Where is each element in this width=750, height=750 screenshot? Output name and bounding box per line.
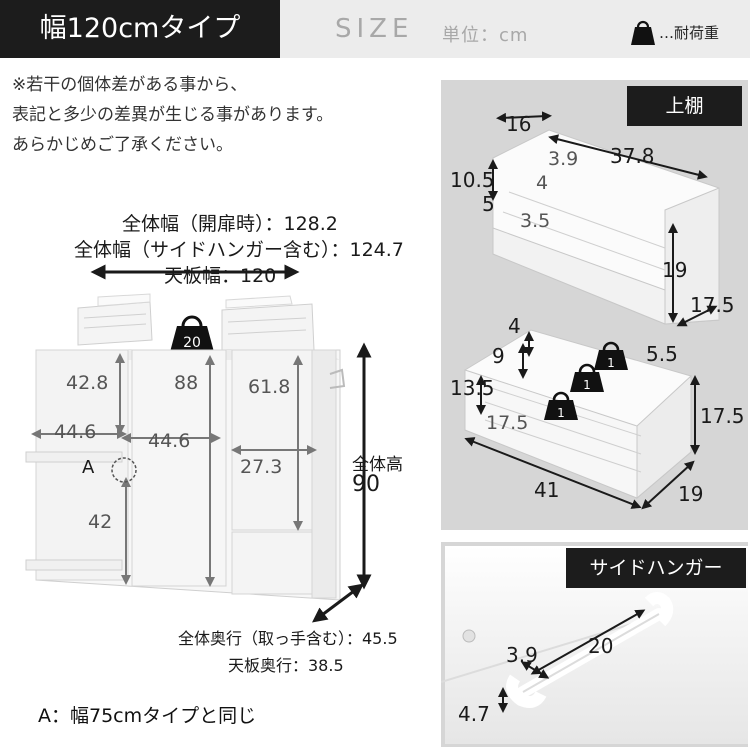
- type-badge: 幅120cmタイプ: [0, 0, 280, 58]
- size-title: SIZE: [335, 14, 414, 44]
- top-shelf-left: [77, 293, 153, 346]
- svg-text:1: 1: [583, 378, 591, 392]
- ls-dim-17-5-height: 17.5: [700, 404, 745, 428]
- hanger-dim-20: 20: [588, 634, 614, 658]
- svg-text:1: 1: [607, 356, 615, 370]
- dim-overall-width-hanger: 全体幅（サイドハンガー含む）：124.7: [74, 239, 404, 261]
- note-line-3: あらかじめご了承ください。: [12, 135, 233, 155]
- header-band: [280, 0, 750, 58]
- note-line-2: 表記と多少の差異が生じる事があります。: [12, 105, 334, 125]
- dim-right-width: 27.3: [240, 456, 283, 478]
- cabinet-diagram: 20: [25, 264, 372, 623]
- side-hanger-label: サイドハンガー: [566, 548, 746, 588]
- dim-left-width: 44.6: [54, 421, 97, 443]
- upper-shelf-label: 上棚: [627, 86, 742, 126]
- weight-icon: [631, 20, 655, 45]
- load-legend-text: …耐荷重: [659, 23, 720, 42]
- ls-dim-9: 9: [492, 344, 505, 368]
- unit-label: 単位：cm: [442, 25, 529, 46]
- dim-depth-with-handle: 全体奥行（取っ手含む）：45.5: [178, 629, 398, 648]
- dim-mid-width: 44.6: [148, 430, 191, 452]
- footer-note: A：幅75cmタイプと同じ: [38, 705, 257, 727]
- load-legend: …耐荷重: [630, 18, 719, 46]
- mount-hole: [462, 629, 476, 643]
- hanger-dim-3-9: 3.9: [506, 643, 538, 667]
- disclaimer-note: ※若干の個体差がある事から、 表記と多少の差異が生じる事があります。 あらかじめ…: [12, 70, 333, 160]
- marker-a-label: A: [82, 457, 95, 478]
- dim-right-upper-height: 61.8: [248, 376, 291, 398]
- ls-dim-17-5-inner: 17.5: [486, 412, 529, 434]
- dim-overall-width-open: 全体幅（開扉時）：128.2: [122, 213, 338, 235]
- shelf-detail-diagram: 1 1 1: [464, 111, 720, 510]
- us-dim-16: 16: [506, 112, 532, 136]
- top-load-value: 20: [183, 335, 201, 351]
- ls-dim-4: 4: [508, 314, 521, 338]
- dim-left-upper-height: 42.8: [66, 372, 109, 394]
- ls-dim-13-5: 13.5: [450, 376, 495, 400]
- us-dim-4: 4: [536, 172, 549, 194]
- dim-top-width: 天板幅：120: [164, 265, 277, 287]
- us-dim-17-5: 17.5: [690, 293, 735, 317]
- ls-dim-41: 41: [534, 478, 560, 502]
- dim-mid-height: 88: [174, 372, 199, 394]
- lower-shelf-load-1: 1: [594, 341, 628, 370]
- us-dim-10-5: 10.5: [450, 168, 495, 192]
- hanger-dim-4-7: 4.7: [458, 702, 490, 726]
- us-dim-19: 19: [662, 258, 688, 282]
- dim-top-depth: 天板奥行：38.5: [228, 656, 344, 675]
- top-shelf-right: [221, 295, 315, 356]
- marker-a-circle: [111, 457, 137, 483]
- ls-dim-19: 19: [678, 482, 704, 506]
- lower-shelf-load-2: 1: [570, 363, 604, 392]
- us-dim-3-9: 3.9: [548, 148, 579, 170]
- ls-dim-5-5: 5.5: [646, 342, 678, 366]
- lower-shelf-load-3: 1: [544, 391, 578, 420]
- us-dim-3-5: 3.5: [520, 210, 551, 232]
- us-dim-5: 5: [482, 192, 495, 216]
- svg-text:1: 1: [557, 406, 565, 420]
- dim-left-lower-height: 42: [88, 511, 113, 533]
- note-line-1: ※若干の個体差がある事から、: [12, 75, 248, 95]
- depth-arrow: [312, 583, 364, 623]
- dim-total-height-value: 90: [352, 472, 380, 497]
- dim-total-height-label: 全体高: [352, 455, 403, 475]
- side-hanger-diagram: [441, 592, 674, 713]
- us-dim-37-8: 37.8: [610, 144, 655, 168]
- top-load-icon: 20: [170, 315, 214, 352]
